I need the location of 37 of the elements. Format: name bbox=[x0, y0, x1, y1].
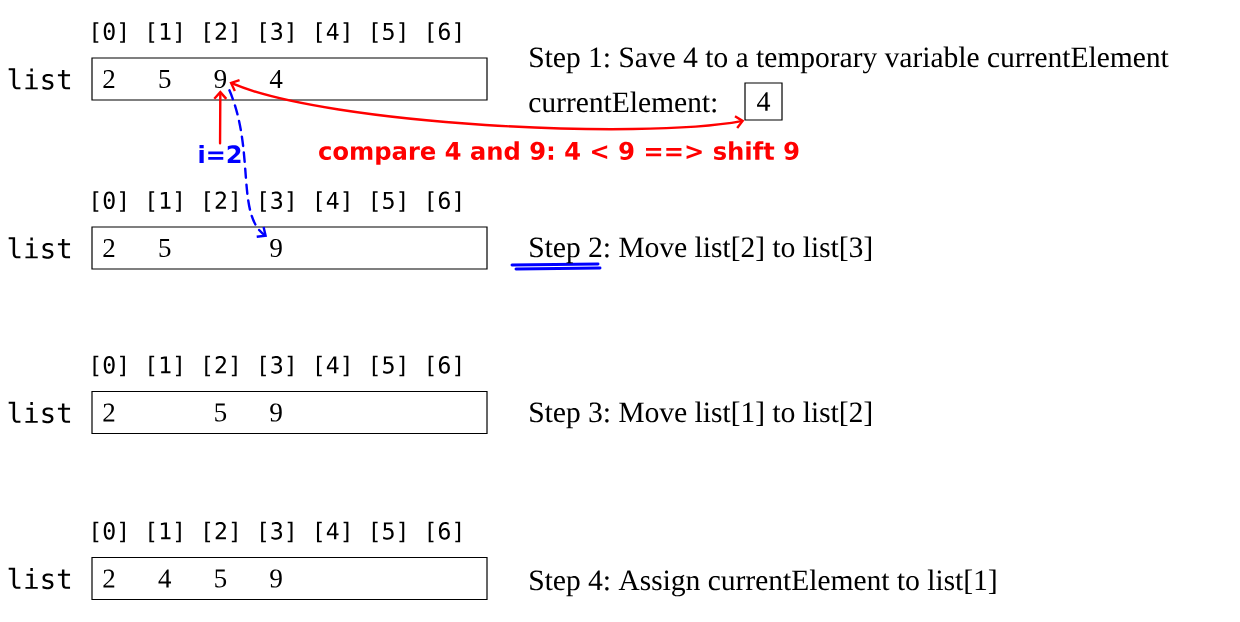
array-value: 2 bbox=[103, 569, 115, 588]
array-value: 9 bbox=[214, 69, 227, 89]
array-name: list bbox=[8, 567, 71, 590]
arrow bbox=[228, 89, 268, 238]
array-value: 5 bbox=[159, 239, 171, 257]
step-text: Step 1: Save 4 to a temporary variable currentElement bbox=[530, 46, 1169, 74]
array-value: 5 bbox=[215, 569, 227, 588]
array-value: 9 bbox=[270, 569, 282, 588]
array-name: list bbox=[8, 237, 71, 259]
edge-label: compare 4 and 9: 4 < 9 ==> shift 9 bbox=[316, 139, 802, 167]
step-text: Step 3: Move list[1] to list[2] bbox=[530, 401, 871, 429]
array-box bbox=[91, 57, 488, 101]
array-value: 5 bbox=[215, 403, 227, 422]
arrow bbox=[213, 90, 228, 145]
array-value: 5 bbox=[159, 70, 171, 88]
array-name: list bbox=[8, 401, 71, 424]
array-box bbox=[91, 390, 488, 435]
array-value: 2 bbox=[103, 239, 115, 257]
index-header: [0] [1] [2] [3] [4] [5] [6] bbox=[93, 355, 461, 377]
array-box bbox=[91, 556, 488, 601]
array-value: 9 bbox=[270, 403, 282, 422]
array-value: 2 bbox=[103, 403, 115, 422]
array-box bbox=[91, 226, 488, 270]
step-text: Step 4: Assign currentElement to list[1] bbox=[530, 569, 996, 597]
array-value: 4 bbox=[269, 70, 283, 88]
index-label: i=2 bbox=[199, 144, 241, 164]
variable-name: currentElement: bbox=[529, 91, 716, 113]
step-text: Step 2: Move list[2] to list[3] bbox=[530, 236, 871, 264]
variable-box: 4 bbox=[744, 82, 783, 121]
arrow bbox=[229, 78, 745, 131]
index-header: [0] [1] [2] [3] [4] [5] [6] bbox=[93, 521, 461, 543]
index-header: [0] [1] [2] [3] [4] [5] [6] bbox=[93, 22, 461, 43]
index-header: [0] [1] [2] [3] [4] [5] [6] bbox=[93, 191, 461, 212]
array-value: 2 bbox=[103, 70, 115, 88]
array-value: 9 bbox=[270, 238, 282, 258]
array-name: list bbox=[8, 68, 71, 90]
array-value: 4 bbox=[158, 569, 171, 588]
